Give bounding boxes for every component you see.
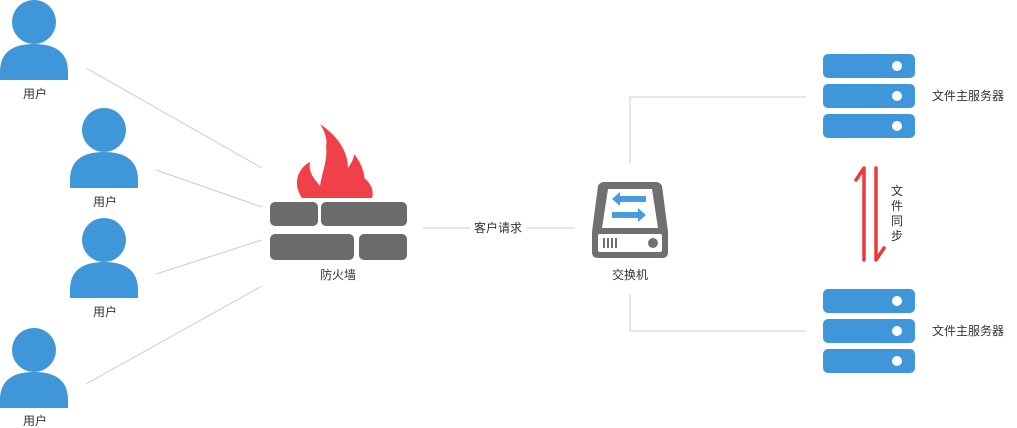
user-icon	[0, 328, 68, 408]
user-icon	[0, 0, 68, 80]
user-icon	[70, 218, 138, 298]
user-label: 用户	[22, 414, 47, 428]
edge-switch-server2	[629, 294, 806, 332]
bricks	[270, 202, 407, 260]
user-label: 用户	[22, 87, 47, 101]
firewall-label: 防火墙	[319, 268, 356, 282]
switch-label: 交换机	[611, 268, 648, 282]
firewall-icon	[270, 124, 407, 260]
server-label: 文件主服务器	[932, 324, 1005, 338]
edge-user1-firewall	[85, 67, 263, 169]
connection-label-text: 客户请求	[469, 221, 526, 235]
user-icon	[70, 108, 138, 188]
sync-arrows-icon	[854, 166, 886, 262]
connection-label: 客户请求	[458, 221, 538, 235]
edge-switch-server1	[629, 96, 806, 163]
edge-user2-firewall	[155, 169, 263, 208]
server-icon	[823, 289, 915, 373]
sync-label: 文件同步	[890, 184, 903, 243]
server-label: 文件主服务器	[932, 89, 1005, 103]
user-label: 用户	[92, 195, 117, 209]
flame	[296, 124, 373, 198]
switch-icon	[592, 182, 668, 258]
swap-arrows	[612, 192, 646, 222]
edge-user4-firewall	[85, 285, 263, 385]
server-icon	[823, 54, 915, 138]
edge-user3-firewall	[155, 239, 263, 275]
user-label: 用户	[92, 305, 117, 319]
